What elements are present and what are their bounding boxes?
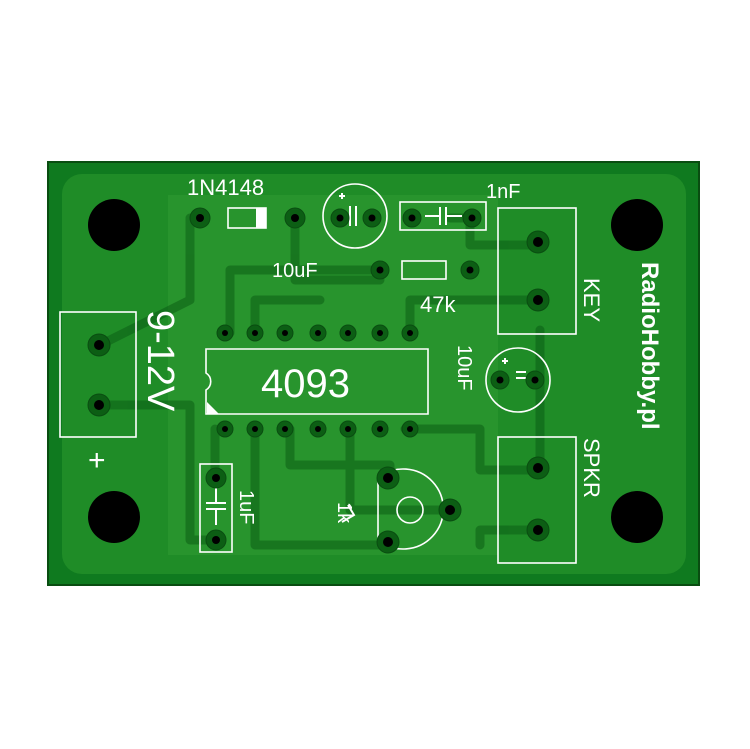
cap-1nf-symbol <box>425 207 462 225</box>
electrolytic-symbols <box>339 193 526 379</box>
label-pot: 1k <box>333 502 355 524</box>
mounting-hole-top-left <box>88 199 140 251</box>
label-cap-1nf: 1nF <box>486 181 520 203</box>
mounting-hole-bottom-right <box>611 491 663 543</box>
label-cap-top: 10uF <box>272 260 318 282</box>
label-speaker: SPKR <box>579 438 604 498</box>
label-cap-right: 10uF <box>453 345 475 391</box>
traces <box>95 213 545 550</box>
brand-text: RadioHobby.pl <box>636 262 663 430</box>
label-ic: 4093 <box>261 362 350 406</box>
pot-symbol <box>341 504 356 523</box>
label-key: KEY <box>579 278 604 322</box>
mounting-hole-top-right <box>611 199 663 251</box>
cap-1uf-symbol <box>206 488 226 525</box>
pad-holes <box>94 214 543 547</box>
label-power: 9-12V <box>139 310 181 412</box>
label-diode: 1N4148 <box>187 175 264 200</box>
label-plus: + <box>88 444 106 477</box>
diode-cathode-band <box>256 208 266 228</box>
label-resistor: 47k <box>420 292 456 317</box>
mounting-hole-bottom-left <box>88 491 140 543</box>
label-cap-1uf: 1uF <box>235 490 257 524</box>
ic-pin1-marker <box>207 402 219 414</box>
